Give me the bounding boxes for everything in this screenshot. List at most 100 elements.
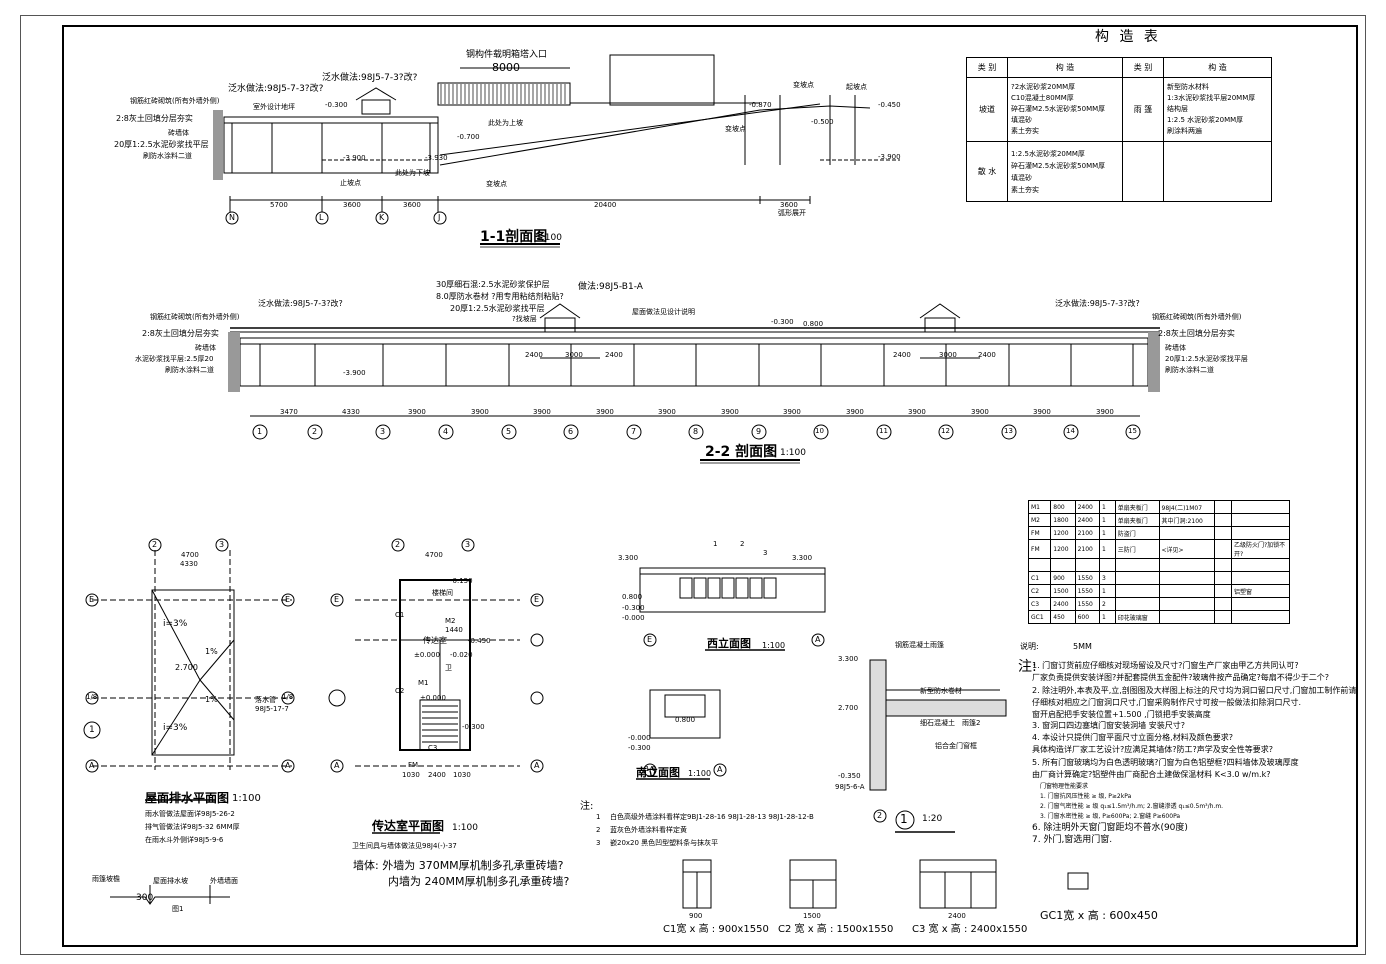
dw-cell: 1 <box>1098 513 1116 527</box>
ct-empty <box>1163 141 1272 202</box>
gp-elev: ±0.000 <box>420 694 446 702</box>
gp-tag: M1 <box>418 679 429 687</box>
s22-dim: 3900 <box>533 408 551 416</box>
s22-dim: 3900 <box>971 408 989 416</box>
gp-axis: E <box>534 595 540 604</box>
s11-width-8000: 8000 <box>492 61 520 74</box>
rp-axis: 3 <box>219 540 225 549</box>
s22-elev: 0.800 <box>803 320 824 328</box>
gp-tag: FM <box>408 761 419 769</box>
s22-scale: 1:100 <box>780 448 806 458</box>
dw-cell <box>1213 584 1232 598</box>
se-elev: 0.800 <box>675 716 696 724</box>
rp-slope: i=3% <box>163 723 188 733</box>
dw-cell <box>1158 571 1215 585</box>
general-note-line: 4. 本设计只提供门窗平面尺寸立面分格,材料及颜色要求? <box>1032 733 1233 742</box>
dw-cell <box>1213 513 1232 527</box>
s22-axis: 3 <box>380 427 386 436</box>
s22-right-note: 2:8灰土回填分层夯实 <box>1158 329 1235 338</box>
gp-elev: -0.300 <box>462 723 485 731</box>
gp-title: 传达室平面图 <box>372 819 445 833</box>
gp-elev: ±0.000 <box>414 651 440 659</box>
rp-axis: 1 <box>89 725 95 735</box>
s22-dim: 3900 <box>846 408 864 416</box>
dw-cell <box>1213 610 1232 624</box>
s11-slope-point: 变坡点 <box>793 81 814 89</box>
window-label-c1: C1宽 x 高 : 900x1550 <box>663 924 769 935</box>
s11-axis-l: L <box>319 213 324 222</box>
gp-room: 传达室 <box>423 636 447 645</box>
s22-axis: 7 <box>631 427 637 436</box>
construction-table-title: 构 造 表 <box>1095 29 1161 45</box>
we-elev: 3.300 <box>792 554 813 562</box>
dw-cell: C3 <box>1027 597 1052 611</box>
fig1-title: 图1 <box>172 905 184 913</box>
s22-left-note: 钢筋红砖砌筑(所有外墙外侧) <box>150 313 240 321</box>
dw-cell: 1200 <box>1050 526 1076 540</box>
s22-axis: 8 <box>693 427 699 436</box>
general-note-line: 7. 外门,窗选用门窗. <box>1032 835 1113 845</box>
rp-dim-top: 4330 <box>180 560 198 568</box>
s22-dim: 4330 <box>342 408 360 416</box>
construction-table: 类 别 构 造 类 别 构 造 坡道 ?2水泥砂浆20MM厚 C10混凝土80M… <box>966 57 1272 202</box>
ct-item: 结构层 <box>1167 105 1188 113</box>
gn-desc-label: 说明: <box>1020 642 1039 651</box>
d1-elev: 2.700 <box>838 704 859 712</box>
we-tag: 2 <box>740 540 745 548</box>
gp-note: 卫生间具与墙体做法见98J4(-)-37 <box>352 842 457 850</box>
ct-item: 刷涂料两遍 <box>1167 127 1202 135</box>
mat-note-key: 2 <box>596 826 601 834</box>
dw-cell: 1500 <box>1050 584 1076 598</box>
mat-note: 嵌20x20 黑色凹型塑料条与抹灰平 <box>610 839 719 847</box>
dw-cell: 1200 <box>1050 539 1076 559</box>
s22-subdim: 3000 <box>565 351 583 359</box>
dw-cell <box>1230 558 1291 572</box>
general-note-line: 窗开启配把手安装位置+1.500 ,门锁把手安装高度 <box>1032 710 1211 719</box>
s22-right-note: 20厚1:2.5水泥砂浆找平层 <box>1165 355 1248 363</box>
gn-head: 注: <box>1018 659 1037 675</box>
gp-dim: 1440 <box>445 626 463 634</box>
s22-detail-ref: 做法:98J5-B1-A <box>578 282 643 292</box>
general-note-line: 3. 窗洞口四边塞填门窗安装洞墙 安装尺寸? <box>1032 721 1185 730</box>
d1-tag: 1 <box>900 812 908 826</box>
rp-slope: 1% <box>205 695 218 704</box>
s22-subdim: 2400 <box>525 351 543 359</box>
gp-axis: 3 <box>465 540 471 549</box>
ct-item: 素土夯实 <box>1011 127 1039 135</box>
dw-cell <box>1158 526 1215 540</box>
s22-dim: 3470 <box>280 408 298 416</box>
s11-scale: 1:100 <box>536 233 562 243</box>
dw-cell <box>1158 558 1215 572</box>
window-label-c3: C3 宽 x 高 : 2400x1550 <box>912 924 1028 935</box>
rp-axis: A <box>89 761 95 770</box>
mat-note: 蓝灰色外墙涂料看样定黄 <box>610 826 687 834</box>
s11-slope-point3: 变坡点 <box>486 180 507 188</box>
dw-cell <box>1230 500 1291 514</box>
s22-right-note: 钢筋红砖砌筑(所有外墙外侧) <box>1152 313 1242 321</box>
c1-w: 900 <box>689 912 703 920</box>
gp-wall-inner: 内墙为 240MM厚机制多孔承重砖墙? <box>388 875 570 888</box>
gp-room: 楼梯间 <box>432 589 453 597</box>
dw-cell: 单扇夹板门 <box>1114 500 1160 514</box>
dw-cell <box>1158 610 1215 624</box>
s22-subdim: 2400 <box>893 351 911 359</box>
s11-dim: 3600 <box>343 201 361 209</box>
dw-cell: 乙级防火门?加锁不开? <box>1230 539 1291 559</box>
ct-item: 素土夯实 <box>1011 185 1039 194</box>
rp-axis: A <box>285 761 291 770</box>
s11-title: 1-1剖面图 <box>480 229 548 245</box>
dw-cell <box>1230 610 1291 624</box>
s11-ramp-up: 此处为上坡 <box>488 119 523 127</box>
dw-cell: 3 <box>1098 571 1116 585</box>
s11-dim: 5700 <box>270 201 288 209</box>
se-elev: -0.000 <box>628 734 651 742</box>
s22-left-note: 水泥砂浆找平层:2.5厚20 <box>135 355 214 363</box>
gn-size-note: 5MM <box>1073 642 1092 651</box>
s11-elev: -0.500 <box>811 118 834 126</box>
d1-elev: 3.300 <box>838 655 859 663</box>
